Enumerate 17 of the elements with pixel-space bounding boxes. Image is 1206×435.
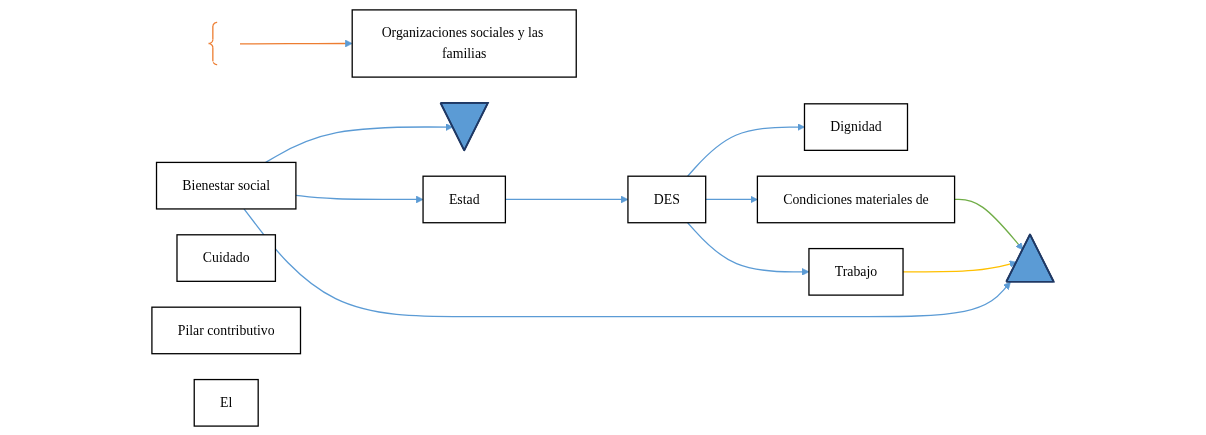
- arrow: [265, 122, 454, 163]
- node-box: Estad: [422, 175, 507, 223]
- node-box: Condiciones materiales de: [756, 175, 956, 223]
- arrow: [687, 221, 810, 276]
- node-box: Pilar contributivo: [151, 306, 302, 354]
- arrow: [239, 39, 353, 47]
- node-box: El: [193, 378, 260, 427]
- node-box: Dignidad: [804, 102, 909, 151]
- arrow: [954, 198, 1024, 250]
- arrow: [705, 195, 758, 203]
- node-box: Organizaciones sociales y las familias: [351, 8, 578, 78]
- node-box: DES: [627, 175, 707, 223]
- node-box: Trabajo: [808, 247, 904, 296]
- arrow: [243, 207, 1011, 317]
- node-box: Cuidado: [176, 233, 277, 282]
- node-bracket: [208, 21, 218, 65]
- node-box: Bienestar social: [156, 161, 297, 210]
